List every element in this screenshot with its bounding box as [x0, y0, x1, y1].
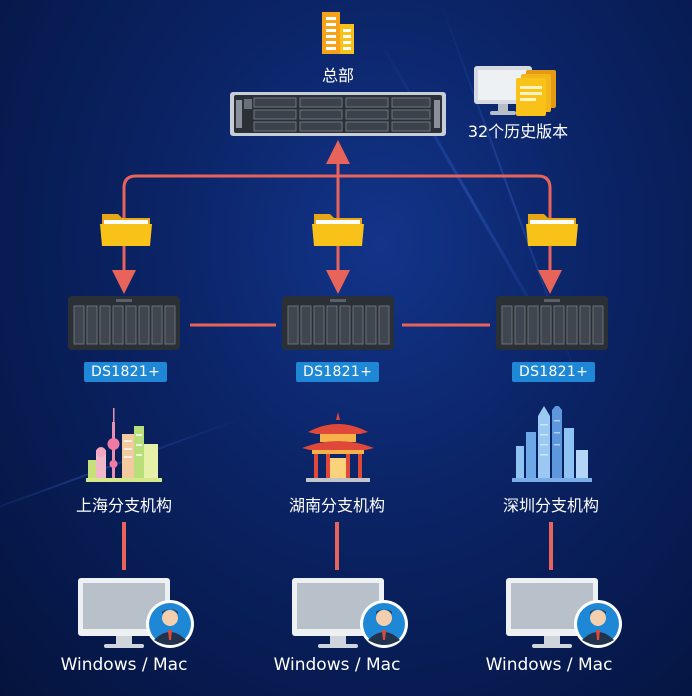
nas-unit-right	[496, 296, 608, 356]
building-icon	[322, 12, 354, 54]
nas-icon	[496, 296, 608, 350]
nas-model-badge: DS1821+	[296, 362, 380, 382]
client-label: Windows / Mac	[273, 655, 401, 675]
branch-label: 湖南分支机构	[288, 496, 385, 515]
monitor-documents-icon	[474, 66, 556, 116]
nas-model-badge: DS1821+	[512, 362, 596, 382]
nas-icon	[68, 296, 180, 350]
shanghai-skyline-icon	[86, 408, 162, 482]
versions-label: 32个历史版本	[467, 122, 569, 141]
client-label: Windows / Mac	[60, 655, 188, 675]
monitor-user-icon	[506, 578, 622, 648]
branch-label: 上海分支机构	[75, 496, 172, 515]
folder-icon	[312, 214, 364, 246]
branch-label: 深圳分支机构	[502, 496, 599, 515]
folder-icon	[100, 214, 152, 246]
client-label: Windows / Mac	[485, 655, 613, 675]
nas-icon	[282, 296, 394, 350]
monitor-user-icon	[78, 578, 194, 648]
monitor-user-icon	[292, 578, 408, 648]
nas-model-badge: DS1821+	[84, 362, 168, 382]
hq-label: 总部	[321, 66, 354, 85]
shenzhen-skyline-icon	[512, 406, 592, 482]
folder-icon	[526, 214, 578, 246]
nas-unit-left	[68, 296, 180, 356]
rack-server-icon	[230, 92, 446, 136]
pavilion-icon	[302, 412, 374, 482]
nas-unit-middle	[282, 296, 394, 356]
